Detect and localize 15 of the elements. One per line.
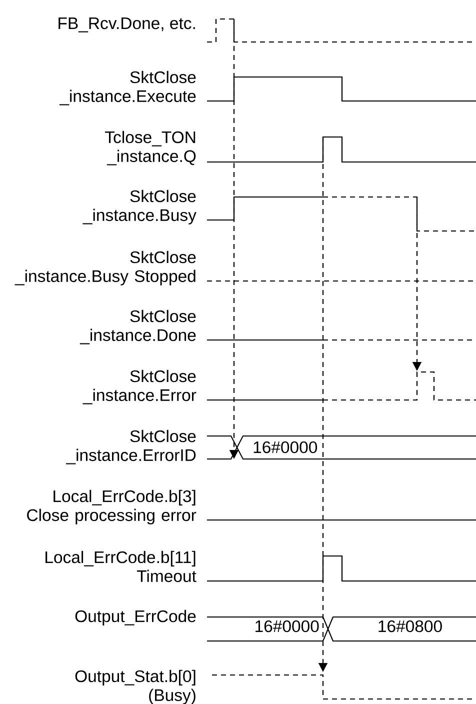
bus-value: 16#0800 [378, 620, 442, 632]
signal-name: SktClose _instance.Execute [59, 70, 196, 106]
signal-name: SktClose _instance.Done [80, 310, 196, 344]
bus-value: 16#0000 [256, 620, 319, 632]
signal-name: SktClose _instance.ErrorID [66, 430, 196, 464]
signal-name: Tclose_TON _instance.Q [105, 130, 196, 166]
signal-name: Output_Stat.b[0] (Busy) [75, 670, 196, 704]
signal-name: SktClose _instance.Busy [82, 190, 196, 224]
signal-name: Local_ErrCode.b[3] Close processing error [27, 490, 196, 524]
signal-name: FB_Rcv.Done, etc. [58, 18, 195, 32]
signal-name: SktClose _instance.Busy Stopped [14, 250, 196, 286]
bus-value: 16#0000 [254, 441, 318, 454]
signal-name: SktClose _instance.Error [82, 370, 196, 404]
signal-name: Output_ErrCode [75, 610, 196, 626]
signal-name: Local_ErrCode.b[11] Timeout [46, 550, 196, 582]
